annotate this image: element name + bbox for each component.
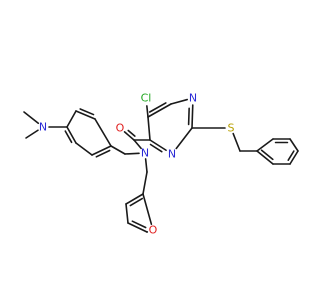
bond-line	[148, 102, 167, 113]
bond-line	[25, 129, 39, 139]
bond-line	[142, 171, 148, 195]
bond-line	[256, 150, 274, 165]
nitrogen-atom-label: N	[141, 147, 149, 160]
bond-line	[129, 197, 144, 207]
bond-line	[133, 139, 142, 150]
bond-line	[127, 129, 136, 137]
bond-line	[146, 105, 149, 118]
oxygen-atom-label: O	[149, 224, 158, 237]
bond-line	[289, 150, 299, 165]
bond-line	[125, 203, 129, 224]
bond-line	[256, 138, 274, 152]
nitrogen-atom-label: N	[39, 121, 47, 134]
nitrogen-atom-label: N	[168, 148, 176, 161]
atom-labels: Cl N N S O N N O	[39, 92, 235, 237]
bond-line	[110, 145, 126, 155]
bond-line	[66, 126, 77, 144]
bond-lines	[23, 98, 299, 233]
oxygen-atom-label: O	[116, 122, 125, 135]
bond-line	[127, 222, 148, 233]
bond-line	[147, 103, 172, 118]
bond-line	[149, 143, 163, 153]
bond-line	[287, 150, 295, 162]
bond-line	[23, 111, 40, 125]
chemical-structure: Cl N N S O N N O	[23, 92, 299, 237]
bond-line	[147, 116, 151, 141]
bond-line	[75, 142, 93, 156]
bond-line	[175, 127, 193, 150]
bond-line	[95, 149, 111, 158]
bond-line	[170, 98, 189, 105]
bond-line	[94, 118, 112, 147]
bond-line	[131, 220, 147, 229]
bond-line	[91, 145, 112, 156]
bond-line	[79, 108, 95, 116]
bond-line	[144, 158, 148, 173]
sulfur-atom-label: S	[228, 122, 235, 135]
bond-line	[260, 149, 274, 161]
bond-line	[125, 193, 144, 205]
bond-line	[75, 110, 96, 120]
bond-line	[142, 193, 153, 226]
nitrogen-atom-label: N	[189, 92, 197, 105]
bond-line	[191, 104, 194, 129]
chlorine-atom-label: Cl	[141, 92, 152, 105]
bond-line	[232, 132, 241, 152]
bond-line	[123, 131, 135, 141]
bond-line	[187, 107, 190, 126]
bond-line	[124, 152, 140, 155]
bond-line	[149, 139, 167, 152]
bond-line	[289, 138, 299, 152]
bond-line	[64, 130, 73, 144]
bond-line	[66, 110, 77, 128]
